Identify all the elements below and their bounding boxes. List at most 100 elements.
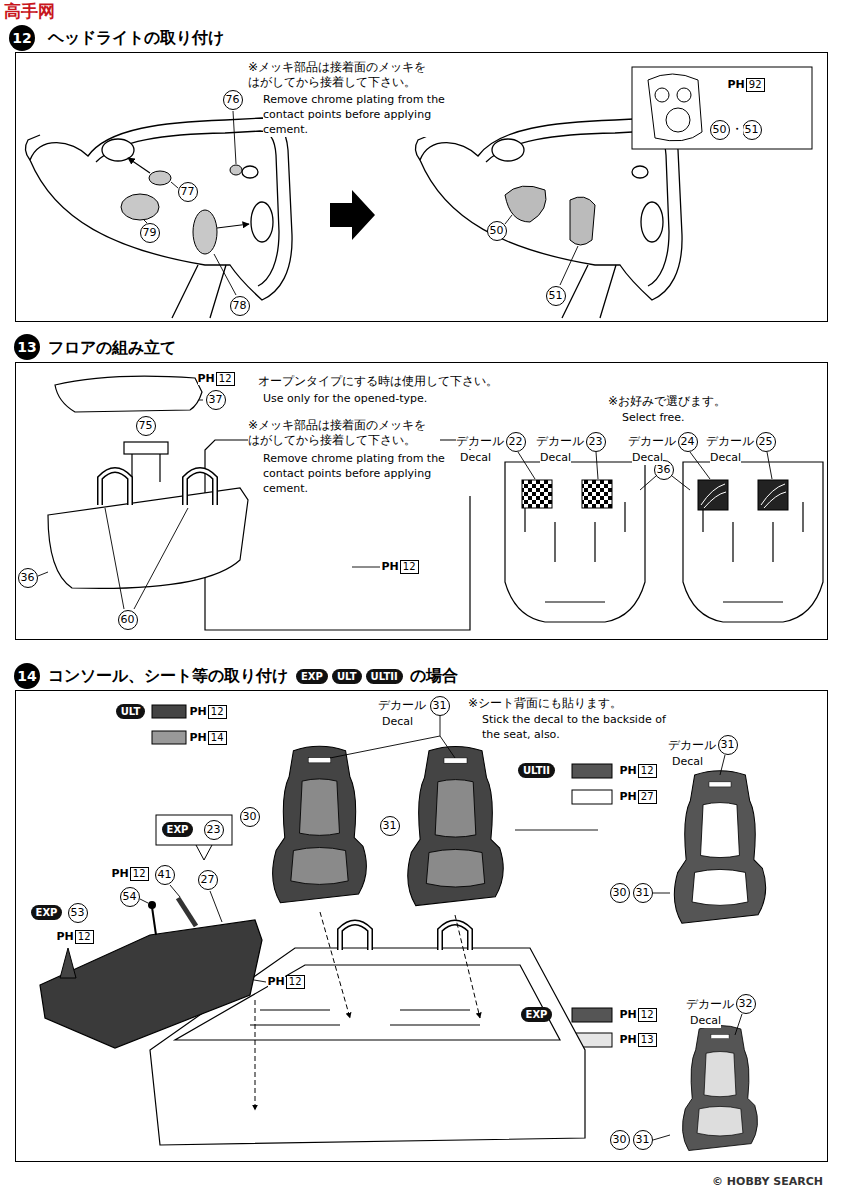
assembly-arrow [217,224,249,228]
leader-line [653,893,670,894]
paint-text: 14 [208,731,227,745]
callout-text: 22 [509,436,523,448]
callout-number: 27 [198,870,218,890]
headlight-lens [230,165,242,175]
decal-label: Decal [632,450,663,465]
paint-code: PH27 [620,790,657,804]
version-badge: EXP [31,905,63,920]
headlight-lens [121,194,159,220]
paint-text: PH [620,764,637,777]
callout-number: 30 [240,807,260,827]
decal-label: Decal [460,450,491,465]
callout-number: 78 [230,296,250,316]
leader-line [505,215,512,224]
callout-text: 53 [71,907,85,919]
roll-hoop [100,470,215,505]
paint-text: 12 [286,975,305,989]
version-badge: ULT [116,704,146,719]
callout-text: 36 [21,572,35,584]
callout-number: 23 [204,820,224,840]
paint-code: PH12 [190,705,227,719]
inset-box [666,108,690,132]
step-number: 12 [9,25,35,51]
note-text: Remove chrome plating from the contact p… [263,92,478,137]
callout-text: 60 [121,614,135,626]
watermark: 高手网 [4,1,55,21]
note-text: Use only for the opened-type. [263,391,427,406]
callout-text: 41 [158,869,172,881]
badge-text: ULTII [523,765,550,776]
leader-line [38,400,772,609]
step-heading: フロアの組み立て [46,338,178,358]
callout-number: 51 [742,120,762,140]
callout-text: 31 [383,820,397,832]
callout-text: 32 [739,998,753,1010]
leader-line [210,891,222,922]
paint-text: 12 [75,930,94,944]
version-badge: EXP [521,1007,553,1022]
leader-line [199,400,203,401]
paint-text: 12 [216,372,235,386]
assembly-arrow [455,915,480,1018]
leader-line [690,452,710,479]
paint-text: 12 [638,764,657,778]
callout-number: 50 [487,221,507,241]
paint-text: PH [57,930,74,943]
headlight-housing [25,118,292,318]
assembly-arrow [128,158,150,173]
note-text: Select free. [622,410,685,425]
callout-text: 36 [657,464,671,476]
floor-part [132,454,160,482]
seat [273,746,367,902]
note-text: Stick the decal to the backside of the s… [482,712,687,742]
paint-text: 12 [208,705,227,719]
exp-box [156,815,232,860]
paint-code: PH12 [382,560,419,574]
console [40,920,262,1048]
callout-text: 31 [636,887,650,899]
leader-line [140,716,742,1140]
leader-line [170,885,180,897]
paint-text: PH [268,975,285,988]
roll-hoop [100,470,215,505]
assembly-arrow [255,1000,256,1110]
assembly-arrow [320,912,350,1018]
paint-text: 92 [746,78,765,92]
leader-line [515,830,598,831]
callout-text: 31 [433,700,447,712]
callout-text: 25 [759,436,773,448]
paint-code: PH14 [190,731,227,745]
paint-text: PH [190,705,207,718]
decal-label: デカール [378,698,426,713]
version-badge: ULT [332,669,362,684]
paint-text: 12 [400,560,419,574]
paint-code: PH12 [268,975,305,989]
seat [408,746,503,905]
callout-number: 60 [118,610,138,630]
callout-number: 30 [610,883,630,903]
paint-code: PH12 [57,930,94,944]
floor-plan [703,502,803,602]
leader-line [596,452,598,479]
callout-text: 24 [681,436,695,448]
callout-number: 75 [136,416,156,436]
callout-text: 51 [745,124,759,136]
step-heading: ヘッドライトの取り付け [46,28,226,48]
inset-box [632,67,812,149]
leader-line [560,246,578,285]
leader-line [38,572,48,576]
inset-box [632,67,812,149]
inset-box [648,74,702,141]
step-number: 14 [14,663,40,689]
exp-box [156,815,232,845]
paint-code: PH12 [198,372,235,386]
callout-number: 50 [710,120,730,140]
floor-plan [683,462,823,622]
watermark: © HOBBY SEARCH [712,1174,823,1189]
paint-code: PH12 [620,764,657,778]
exp-box [196,845,212,860]
note-text: ※お好みで選びます。 [608,394,726,409]
step-arrow [330,190,375,240]
console [152,907,156,935]
